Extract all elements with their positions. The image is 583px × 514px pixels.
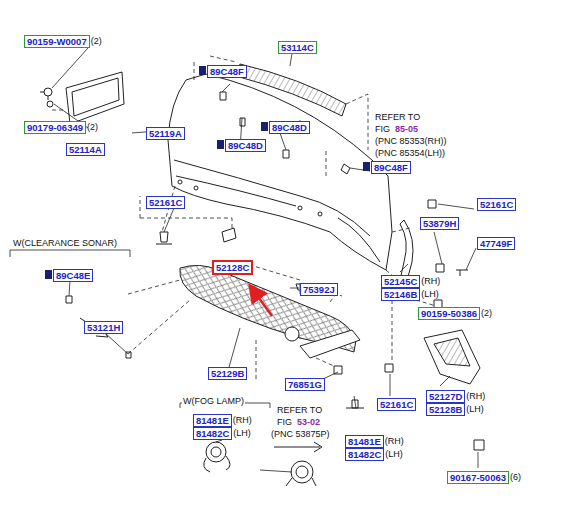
part-callout: 90167-50063(6) <box>447 471 521 484</box>
note-text: FIG <box>374 124 391 135</box>
part-number: 90159-W0007 <box>24 35 90 48</box>
part-number: 90167-50063 <box>447 471 509 484</box>
quantity-note: (2) <box>91 36 102 47</box>
quantity-note: (6) <box>510 472 521 483</box>
part-number: 52128B <box>426 403 465 416</box>
part-callout: 53121H <box>84 321 123 334</box>
part-number: 89C48D <box>225 139 266 152</box>
quantity-note: (RH) <box>421 276 440 287</box>
note-text: W(CLEARANCE SONAR) <box>12 238 118 249</box>
figure-reference: 85-05 <box>394 124 419 135</box>
part-number: 52114A <box>66 143 105 156</box>
part-number: 89C48D <box>269 121 310 134</box>
part-callout: 52119A <box>146 127 185 140</box>
quantity-note: (RH) <box>466 391 485 402</box>
part-number: 89C48F <box>371 161 411 174</box>
note-text: REFER TO <box>276 405 323 416</box>
part-callout: 81482C(LH) <box>345 448 403 461</box>
note-text: (PNC 85354(LH)) <box>374 148 446 159</box>
part-callout: 76851G <box>285 378 325 391</box>
part-number: 89C48E <box>53 269 93 282</box>
part-callout: 52128C <box>212 260 253 275</box>
part-number: 89C48F <box>207 65 247 78</box>
part-number: 81482C <box>193 427 232 440</box>
part-callout: 89C48F <box>371 161 411 174</box>
part-callout: 89C48D <box>269 121 310 134</box>
quantity-note: (2) <box>481 308 492 319</box>
part-number: 53114C <box>278 41 317 54</box>
part-callout: 75392J <box>300 283 338 296</box>
part-callout: 52161C <box>146 196 185 209</box>
part-callout: 89C48F <box>207 65 247 78</box>
part-callout: 52161C <box>477 198 516 211</box>
part-number: 81481E <box>193 414 232 427</box>
part-callout: 90159-W0007(2) <box>24 35 102 48</box>
part-number: 76851G <box>285 378 325 391</box>
part-callout: 52127D(RH) <box>426 390 485 403</box>
note-text: (PNC 85353(RH)) <box>374 136 448 147</box>
quantity-note: (RH) <box>385 436 404 447</box>
part-number: 52161C <box>477 198 516 211</box>
part-number: 53879H <box>420 217 459 230</box>
part-number: 75392J <box>300 283 338 296</box>
part-callout: 52161C <box>377 398 416 411</box>
part-callout: 52145C(RH) <box>381 275 440 288</box>
part-callout: 52146B(LH) <box>381 288 439 301</box>
quantity-note: (RH) <box>233 415 252 426</box>
part-callout: 81482C(LH) <box>193 427 251 440</box>
note-text: REFER TO <box>374 112 421 123</box>
note-text: (PNC 53875P) <box>270 429 331 440</box>
part-callout: 53114C <box>278 41 317 54</box>
part-callout: 53879H <box>420 217 459 230</box>
part-number: 81482C <box>345 448 384 461</box>
part-number: 81481E <box>345 435 384 448</box>
part-number: 90159-50386 <box>418 307 480 320</box>
quantity-note: (LH) <box>233 428 251 439</box>
note-text: W(FOG LAMP) <box>182 396 245 407</box>
part-callout: 52128B(LH) <box>426 403 484 416</box>
part-callout: 90179-06349(2) <box>24 121 98 134</box>
part-number: 52127D <box>426 390 465 403</box>
part-number: 52146B <box>381 288 420 301</box>
quantity-note: (LH) <box>385 449 403 460</box>
part-callout: 81481E(RH) <box>193 414 252 427</box>
note-text: FIG <box>276 417 293 428</box>
part-number: 52161C <box>146 196 185 209</box>
part-callout: 89C48E <box>53 269 93 282</box>
part-callout: 52114A <box>66 143 105 156</box>
figure-reference: 53-02 <box>296 417 321 428</box>
part-number: 53121H <box>84 321 123 334</box>
part-callout: 47749F <box>477 237 515 250</box>
part-number: 52128C <box>212 260 253 275</box>
part-number: 52119A <box>146 127 185 140</box>
quantity-note: (2) <box>87 122 98 133</box>
part-number: 52161C <box>377 398 416 411</box>
part-callout: 52129B <box>208 367 247 380</box>
part-number: 47749F <box>477 237 515 250</box>
part-callout: 90159-50386(2) <box>418 307 492 320</box>
part-number: 52129B <box>208 367 247 380</box>
part-callout: 89C48D <box>225 139 266 152</box>
part-number: 52145C <box>381 275 420 288</box>
quantity-note: (LH) <box>421 289 439 300</box>
quantity-note: (LH) <box>466 404 484 415</box>
part-number: 90179-06349 <box>24 121 86 134</box>
part-callout: 81481E(RH) <box>345 435 404 448</box>
